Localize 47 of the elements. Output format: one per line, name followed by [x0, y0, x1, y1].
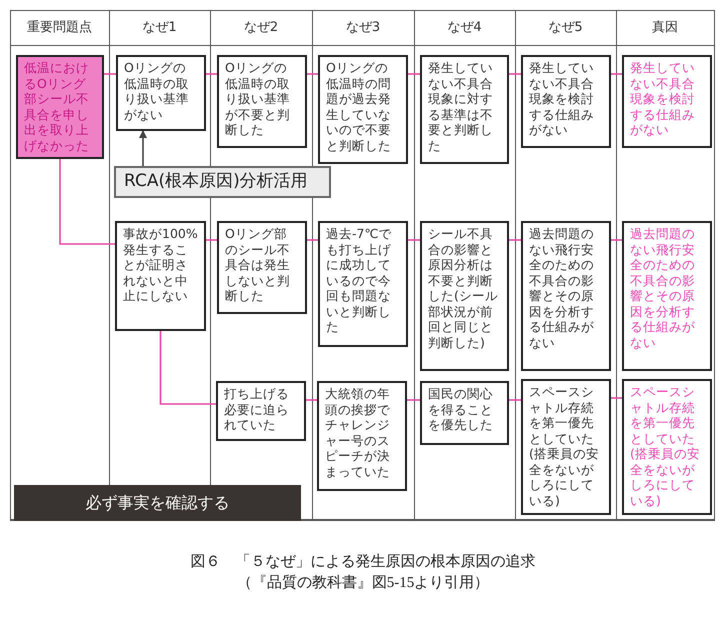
connector-line — [611, 397, 622, 399]
cause-box: 発生していない不具合現象を検討する仕組みがない — [521, 55, 611, 148]
column-header: 真因 — [652, 18, 678, 37]
method-box: RCA(根本原因)分析活用 — [114, 166, 331, 198]
connector-line — [206, 73, 217, 75]
cause-box: シール不具合の影響と原因分析は不要と判断した(シール部状況が前回と同じと判断した) — [420, 221, 509, 371]
connector-line — [307, 73, 318, 75]
connector-line — [611, 73, 622, 75]
connector-line — [408, 73, 420, 75]
cause-box: Oリング部のシール不具合は発生しないと判断した — [217, 221, 307, 314]
cause-box: Oリングの低温時の取り扱い基準がない — [116, 55, 206, 131]
column-header: なぜ5 — [548, 18, 583, 37]
connector-line — [509, 399, 521, 401]
connector-line — [160, 331, 216, 405]
column-header: なぜ4 — [447, 18, 482, 37]
column-header: 重要問題点 — [27, 18, 92, 37]
connector-line — [104, 73, 116, 75]
connector-line — [59, 159, 115, 245]
figure-caption: 図６ 「５なぜ」による発生原因の根本原因の追求 — [190, 552, 536, 572]
connector-line — [611, 239, 622, 241]
cause-box: Oリングの低温時の取り扱い基準が不要と判断した — [217, 55, 307, 148]
problem-box: 低温におけるOリング部シール不具合を申し出を取り上げなかった — [16, 55, 104, 159]
cause-box: Oリングの低温時の問題が過去発生していないので不要と判断した — [318, 55, 408, 164]
column-header: なぜ1 — [142, 18, 177, 37]
connector-line — [408, 239, 420, 241]
connector-line — [509, 239, 521, 241]
principle-banner: 必ず事実を確認する — [14, 485, 301, 521]
cause-box: 過去-7℃でも打ち上げに成功しているので今回も問題ないと判断した — [318, 221, 408, 347]
connector-line — [139, 130, 147, 166]
cause-box: 事故が100%発生することが証明されないと中止にしない — [115, 221, 206, 331]
connector-line — [206, 239, 217, 241]
column-header: なぜ3 — [346, 18, 380, 37]
connector-line — [509, 73, 521, 75]
cause-box: スペースシャトル存続を第一優先としていた(搭乗員の安全をないがしろにしている) — [521, 379, 611, 515]
connector-line — [307, 239, 318, 241]
cause-box: 発生していない不具合現象に対する基準は不要と判断した — [420, 55, 509, 164]
connector-line — [306, 399, 317, 401]
cause-box: 打ち上げる必要に迫られていた — [216, 381, 306, 441]
column-header: なぜ2 — [244, 18, 278, 37]
cause-box: 過去問題のない飛行安全のための不具合の影響とその原因を分析する仕組みがない — [521, 221, 611, 371]
root-cause-box: 過去問題のない飛行安全のための不具合の影響とその原因を分析する仕組みがない — [622, 221, 712, 371]
source-note: （『品質の教科書』図5-15より引用） — [236, 574, 490, 593]
root-cause-box: 発生していない不具合現象を検討する仕組みがない — [622, 55, 712, 148]
connector-line — [407, 399, 420, 401]
cause-box: 大統領の年頭の挨拶でチャレンジャー号のスピーチが決まっていた — [317, 381, 407, 491]
root-cause-box: スペースシャトル存続を第一優先としていた(搭乗員の安全をないがしろにしている) — [622, 379, 712, 515]
cause-box: 国民の関心を得ることを優先した — [420, 381, 509, 445]
